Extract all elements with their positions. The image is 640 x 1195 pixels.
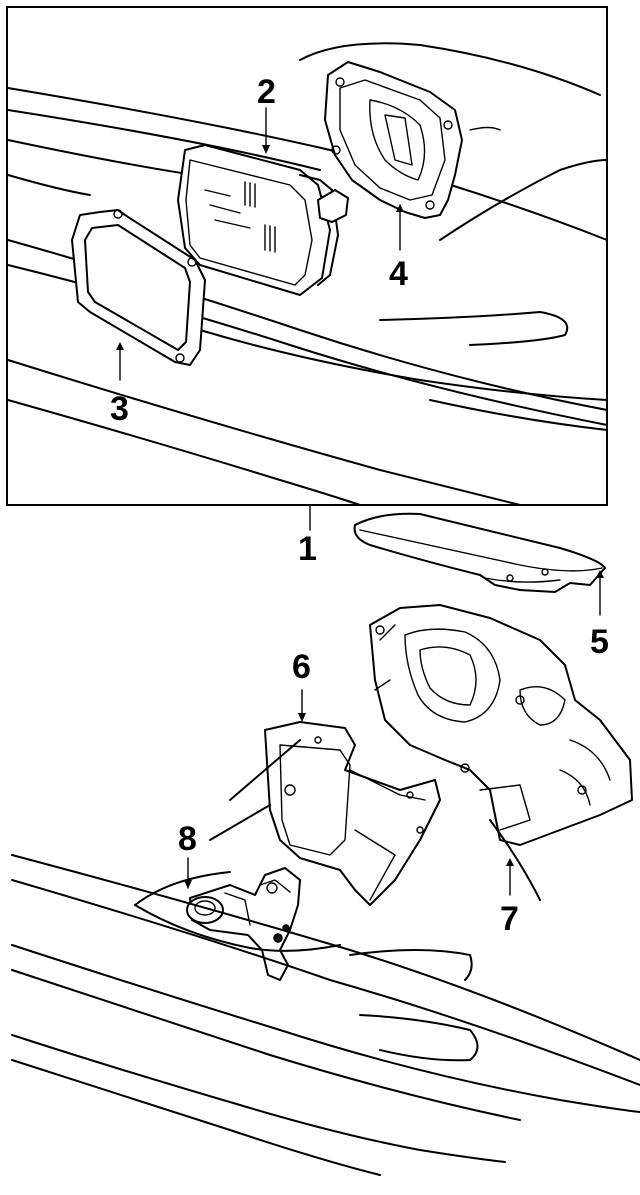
part-5-headlamp-cover — [353, 512, 606, 616]
callout-5: 5 — [590, 623, 609, 661]
part-4-headlamp-housing — [324, 61, 463, 219]
part-7-mounting-housing — [369, 604, 633, 896]
callout-6: 6 — [292, 648, 311, 686]
part-3-retaining-ring — [71, 209, 206, 366]
callout-8: 8 — [178, 820, 197, 858]
front-body-outline — [11, 739, 640, 1176]
callout-labels: 1 2 3 4 5 6 7 8 — [110, 73, 609, 938]
part-2-sealed-beam-headlamp — [177, 144, 349, 296]
part-6-headlamp-bracket — [264, 689, 441, 906]
callout-7: 7 — [500, 900, 519, 938]
callout-2: 2 — [257, 73, 276, 111]
callout-1: 1 — [298, 530, 317, 568]
headlamp-inset-panel — [6, 6, 608, 506]
callout-3: 3 — [110, 390, 129, 428]
callout-4: 4 — [389, 255, 408, 293]
